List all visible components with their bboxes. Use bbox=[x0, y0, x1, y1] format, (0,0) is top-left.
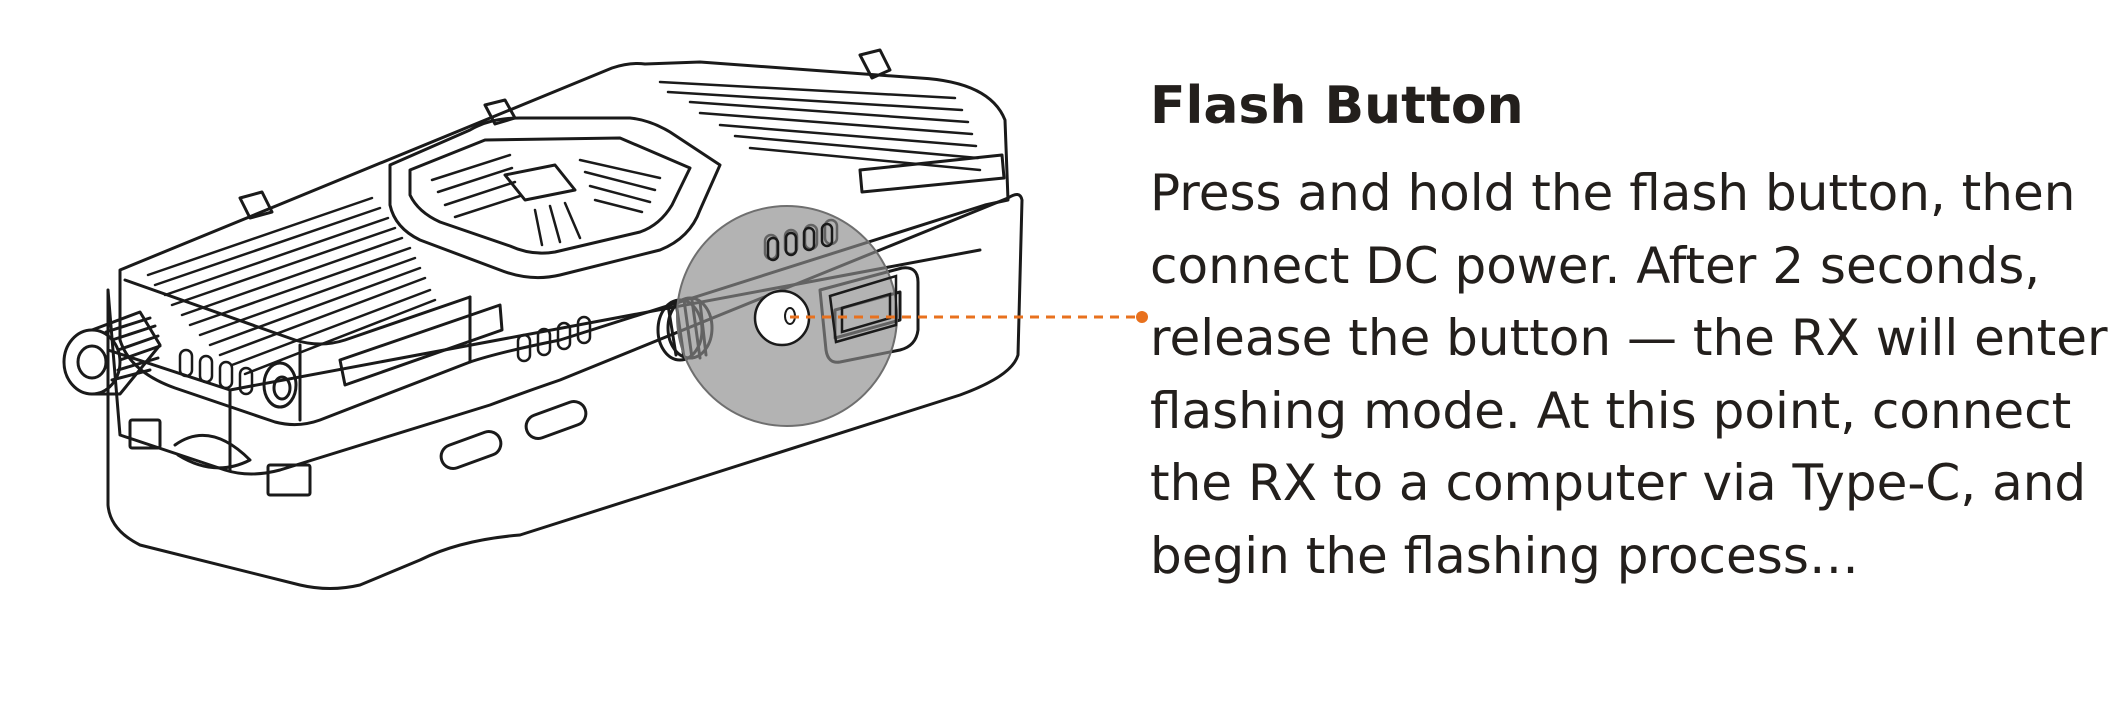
description-line: connect DC power. After 2 seconds, bbox=[1150, 236, 2041, 295]
lower-housing bbox=[106, 193, 1024, 590]
description-line: begin the flashing process… bbox=[1150, 526, 1859, 585]
description-line: flashing mode. At this point, connect bbox=[1150, 381, 2072, 440]
description-line: Press and hold the flash button, then bbox=[1150, 164, 2076, 223]
callout-text: Flash Button Press and hold the flash bu… bbox=[1150, 76, 2110, 592]
callout-title: Flash Button bbox=[1150, 76, 1524, 136]
right-grille bbox=[658, 80, 982, 172]
fan-housing bbox=[388, 116, 722, 280]
callout-description: Press and hold the flash button, then co… bbox=[1150, 157, 2110, 592]
top-shell bbox=[118, 60, 1010, 427]
flash-button-hole bbox=[753, 289, 811, 347]
left-grille bbox=[146, 196, 437, 376]
description-line: release the button — the RX will enter bbox=[1150, 309, 2108, 368]
sma-connector bbox=[62, 310, 162, 396]
description-line: the RX to a computer via Type-C, and bbox=[1150, 454, 2087, 513]
leader-line-endpoint bbox=[1136, 311, 1148, 323]
